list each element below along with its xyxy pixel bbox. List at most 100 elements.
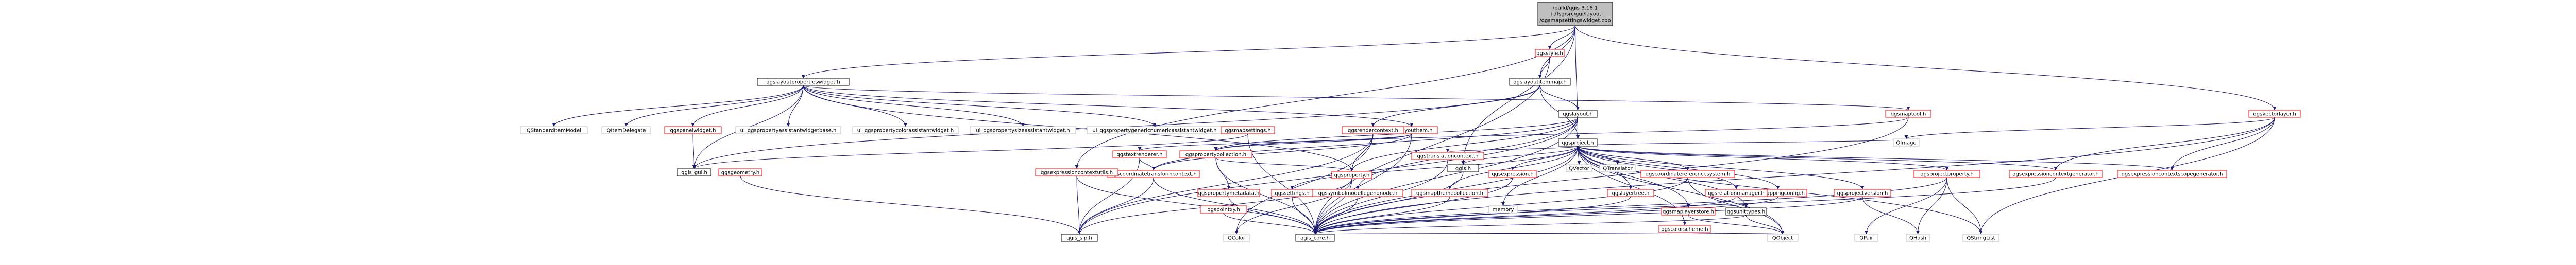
node-box [757,78,850,86]
edge-qvs-qcr [1313,196,1863,235]
node-qgs[interactable]: qgsproject.h [1558,138,1598,147]
node-uic[interactable]: ui_qgspropertycolorassistantwidget.h [852,126,959,134]
edge-qpg-qsy [740,175,1081,235]
node-box [970,126,1076,134]
node-qpair[interactable]: QPair [1854,234,1878,242]
edge-qrc-qcol [1234,133,1374,235]
node-sty[interactable]: qgsstyle.h [1535,49,1565,57]
node-label: qgsprojectproperty.h [1920,172,1974,178]
node-label: qgscolorscheme.h [1661,227,1708,233]
node-qsn[interactable]: qgssymbolmodellegendnode.h [1312,189,1403,197]
node-label: qgsmaplayerstore.h [1663,209,1714,215]
node-lmi[interactable]: qgslayoutitemmap.h [1509,78,1571,86]
node-qpp[interactable]: qgsprojectproperty.h [1913,170,1980,178]
node-qvs[interactable]: qgsprojectversion.h [1834,189,1891,197]
node-qtran[interactable]: QTranslator [1599,164,1636,172]
node-label: QVector [1569,166,1590,172]
node-qsl[interactable]: QStringList [1962,234,1999,242]
node-qmpg[interactable]: qgsmaplayerstore.h [1661,207,1716,216]
node-box [1661,207,1716,216]
edge-lpw-qpw [691,85,804,127]
node-qscg[interactable]: qgsexpressioncontextscopegenerator.h [2117,170,2227,178]
node-label: qgscoordinatereferencesystem.h [1646,172,1731,178]
node-box [1295,234,1335,242]
node-label: qgis.h [1455,166,1471,172]
node-qrc[interactable]: qgsrendercontext.h [1342,126,1404,134]
edge-qpr-qcol [1234,178,1352,235]
edge-qrc-qsy [1077,133,1374,235]
node-label: qgspointxy.h [1207,207,1240,213]
node-uis[interactable]: ui_qgspropertysizeassistantwidget.h [970,126,1076,134]
edge-qgs-qscg [1578,146,2174,171]
node-label: ui_qgspropertysizeassistantwidget.h [976,128,1070,134]
node-qct[interactable]: qgscoordinatetransformcontext.h [1107,170,1200,178]
node-qsy[interactable]: qgis_sip.h [1061,234,1098,242]
node-qcv[interactable]: qgis.h [1447,164,1479,172]
edge-qte-qct [1139,157,1156,171]
node-qcs[interactable]: qgscolorscheme.h [1658,225,1711,233]
node-qgg[interactable]: qgis_gui.h [677,168,711,176]
node-label: ui_qgspropertyassistantwidgetbase.h [740,128,837,134]
edge-qpi-qcr [1223,213,1317,235]
edge-lpw-qid [624,85,804,127]
node-qimg[interactable]: QImage [1893,138,1920,147]
node-lay[interactable]: qgslayout.h [1558,110,1598,118]
node-uin[interactable]: ui_qgspropertygenericnumericassistantwid… [1087,126,1223,134]
node-qvl[interactable]: qgsvectorlayer.h [2248,110,2301,118]
node-qpc[interactable]: qgspropertycollection.h [1179,150,1252,158]
node-qobj[interactable]: QObject [1767,234,1799,242]
node-qcr[interactable]: qgis_core.h [1295,234,1335,242]
node-qpw[interactable]: qgspanelwidget.h [664,126,722,134]
node-qmd[interactable]: qgspropertymetadata.h [1197,189,1260,197]
node-lpw[interactable]: qgslayoutpropertieswidget.h [757,78,850,86]
node-qcol[interactable]: QColor [1223,234,1250,242]
edge-qvl-qscg [2170,117,2275,171]
node-qmp[interactable]: qgsmaptool.h [1885,110,1931,118]
edge-qgs-qcv [1461,146,1578,165]
node-label: ui_qgspropertygenericnumericassistantwid… [1092,128,1216,134]
node-qlt[interactable]: qgslayertree.h [1607,189,1654,197]
node-qvec[interactable]: QVector [1566,164,1592,172]
node-qpr[interactable]: qgsproperty.h [1331,171,1372,179]
node-qpi[interactable]: qgspointxy.h [1200,205,1247,214]
node-qpg[interactable]: qgsgeometry.h [718,168,762,176]
node-box [1179,150,1252,158]
edge-lmi-lay [1539,85,1580,111]
node-label: qgis_core.h [1300,236,1330,241]
node-box [520,126,588,134]
edge-qpw-qgg [692,133,696,169]
node-qptt[interactable]: qgsunittypes.h [1725,207,1767,216]
node-qcrs[interactable]: qgscoordinatereferencesystem.h [1640,170,1735,178]
node-qmpt[interactable]: qgsmapsettings.h [1221,126,1275,134]
node-box [735,126,841,134]
node-qid[interactable]: QItemDelegate [601,126,651,134]
node-label: QStringList [1967,236,1995,241]
node-qrl[interactable]: qgsrelationmanager.h [1705,189,1768,197]
node-box [718,168,762,176]
edge-qvl-qeg [2054,117,2275,171]
node-qte[interactable]: qgstextrenderer.h [1112,150,1167,158]
edge-qmpt-qgg [692,133,1248,169]
edge-qli-qcr [1313,133,1412,235]
node-qep[interactable]: qgsexpressioncontextutils.h [1035,168,1118,176]
edge-qst-qcr [1292,196,1317,235]
node-qtm[interactable]: qgsmapthemecollection.h [1411,189,1488,197]
node-qeg[interactable]: qgsexpressioncontextgenerator.h [2009,170,2103,178]
node-label: qgspropertymetadata.h [1198,191,1260,197]
node-qhash[interactable]: QHash [1906,234,1930,242]
node-uib[interactable]: ui_qgspropertyassistantwidgetbase.h [735,126,841,134]
node-qsm[interactable]: QStandardItemModel [520,126,588,134]
node-qdc[interactable]: qgsexpression.h [1488,170,1537,178]
node-box [1893,138,1920,147]
edge-qli-qct [1151,133,1412,171]
node-box [2009,170,2103,178]
node-label: qgsgeometry.h [721,170,759,176]
node-qtc[interactable]: qgstranslationcontext.h [1411,152,1484,160]
node-label: qgsexpressioncontextgenerator.h [2012,172,2099,178]
node-qmem[interactable]: memory [1488,205,1518,214]
node-root[interactable]: /build/qgis-3.16.1+dfsg/src/gui/layout/q… [1537,2,1613,26]
node-label: qgsmaptool.h [1891,112,1926,117]
node-label: qgsmapthemecollection.h [1416,191,1483,197]
edge-qpc-qpr [1215,157,1354,172]
node-qst[interactable]: qgssettings.h [1271,189,1313,197]
